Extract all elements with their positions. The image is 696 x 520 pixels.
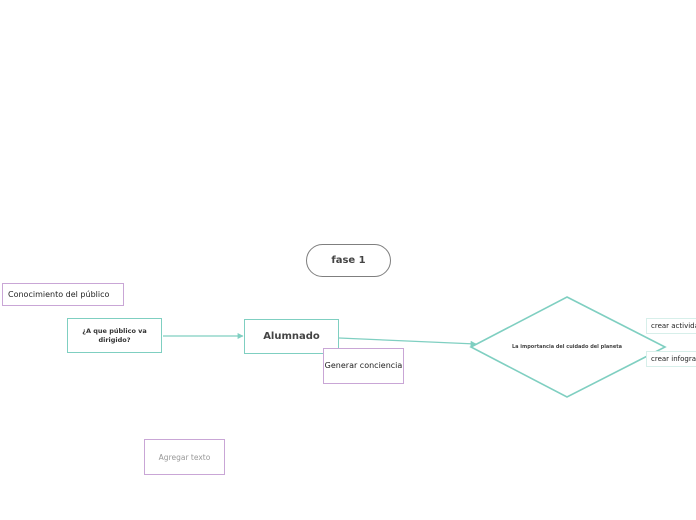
branch-label: crear actividades bbox=[651, 322, 696, 330]
students-label: Alumnado bbox=[263, 331, 320, 342]
branch-node-activities[interactable]: crear actividades bbox=[646, 318, 696, 334]
awareness-label: Generar conciencia bbox=[324, 361, 403, 371]
add-text-node[interactable]: Agregar texto bbox=[144, 439, 225, 475]
audience-knowledge-label: Conocimiento del público bbox=[8, 290, 110, 299]
branch-label: crear infografías bbox=[651, 355, 696, 363]
target-question-label: ¿A que público va dirigido? bbox=[82, 326, 147, 344]
students-node[interactable]: Alumnado bbox=[244, 319, 339, 354]
awareness-node[interactable]: Generar conciencia bbox=[323, 348, 404, 384]
add-text-label: Agregar texto bbox=[158, 452, 211, 462]
connector-students-to-planet-care bbox=[338, 337, 477, 347]
phase-label: fase 1 bbox=[331, 255, 366, 266]
phase-node[interactable]: fase 1 bbox=[306, 244, 391, 277]
target-question-node[interactable]: ¿A que público va dirigido? bbox=[67, 318, 162, 353]
planet-care-label: La importancia del cuidado del planeta bbox=[512, 344, 622, 350]
audience-knowledge-node[interactable]: Conocimiento del público bbox=[2, 283, 124, 306]
branch-node-infographics[interactable]: crear infografías bbox=[646, 351, 696, 367]
